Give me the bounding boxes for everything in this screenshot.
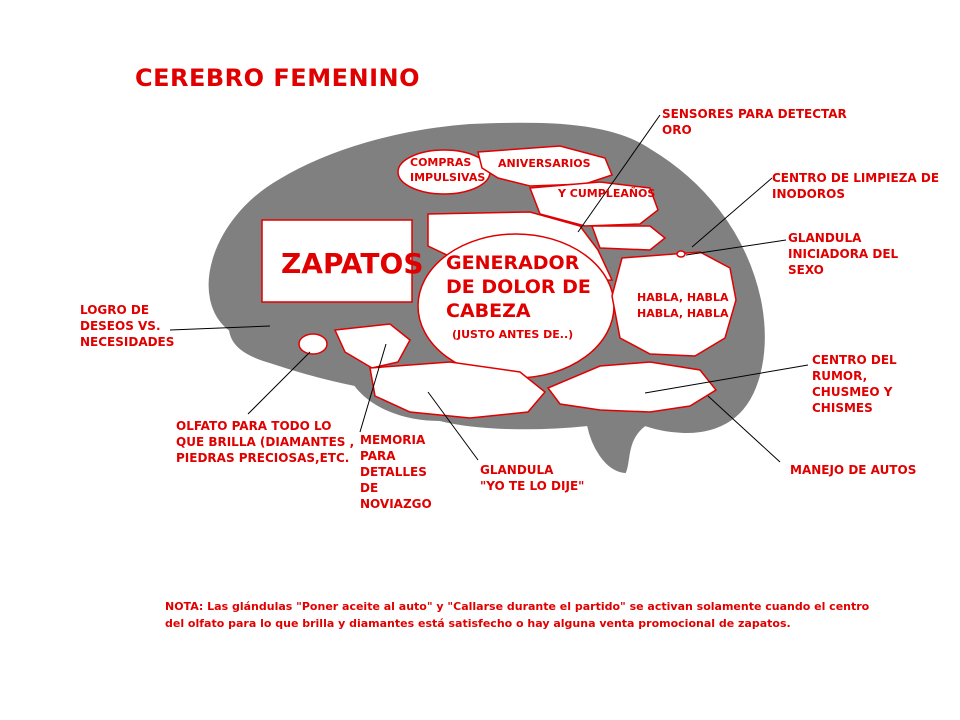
- region-habla: [611, 251, 737, 357]
- region-label-generador: GENERADOR DE DOLOR DE CABEZA: [446, 252, 591, 322]
- leader-rumor: [644, 364, 809, 394]
- callout-glandula-sexo: GLANDULA INICIADORA DEL SEXO: [788, 231, 899, 277]
- leader-logro: [169, 325, 271, 331]
- region-label-generador-sub: (JUSTO ANTES DE..): [452, 328, 574, 341]
- region-label-compras: COMPRAS IMPULSIVAS: [410, 156, 486, 184]
- callout-limpieza: CENTRO DE LIMPIEZA DE INODOROS: [772, 171, 940, 201]
- region-small-upper: [590, 225, 667, 251]
- callout-olfato: OLFATO PARA TODO LO QUE BRILLA (DIAMANTE…: [176, 419, 355, 465]
- region-label-zapatos: ZAPATOS: [281, 247, 424, 280]
- footnote: NOTA: Las glándulas "Poner aceite al aut…: [165, 600, 870, 630]
- callout-manejo: MANEJO DE AUTOS: [790, 463, 917, 477]
- region-memoria: [333, 323, 411, 369]
- region-olfato: [298, 333, 328, 355]
- leader-glandula-sexo: [685, 239, 787, 256]
- region-zapatos: [261, 219, 413, 303]
- diagram-title: CEREBRO FEMENINO: [135, 64, 420, 92]
- callout-rumor: CENTRO DEL RUMOR, CHUSMEO Y CHISMES: [812, 353, 897, 415]
- leader-limpieza: [691, 177, 773, 248]
- leader-memoria: [359, 343, 387, 433]
- leader-yo-te-lo-dije: [427, 391, 479, 461]
- region-label-cumpleanos: Y CUMPLEAÑOS: [558, 187, 656, 200]
- region-glandula-sexo: [676, 250, 686, 258]
- region-label-habla: HABLA, HABLA HABLA, HABLA: [637, 291, 729, 320]
- region-rumor: [546, 361, 718, 413]
- region-cumpleanos: [528, 181, 659, 227]
- region-yo-te-lo-dije: [369, 361, 547, 419]
- callout-yo-te-lo-dije: GLANDULA "YO TE LO DIJE": [480, 463, 585, 493]
- region-label-aniversarios: ANIVERSARIOS: [498, 157, 591, 170]
- callout-sensores: SENSORES PARA DETECTAR ORO: [662, 107, 847, 137]
- leader-manejo: [707, 395, 781, 463]
- leader-olfato: [247, 351, 311, 415]
- leader-sensores: [577, 114, 661, 233]
- callout-logro: LOGRO DE DESEOS VS. NECESIDADES: [80, 303, 175, 349]
- callout-memoria: MEMORIA PARA DETALLES DE NOVIAZGO: [360, 433, 432, 511]
